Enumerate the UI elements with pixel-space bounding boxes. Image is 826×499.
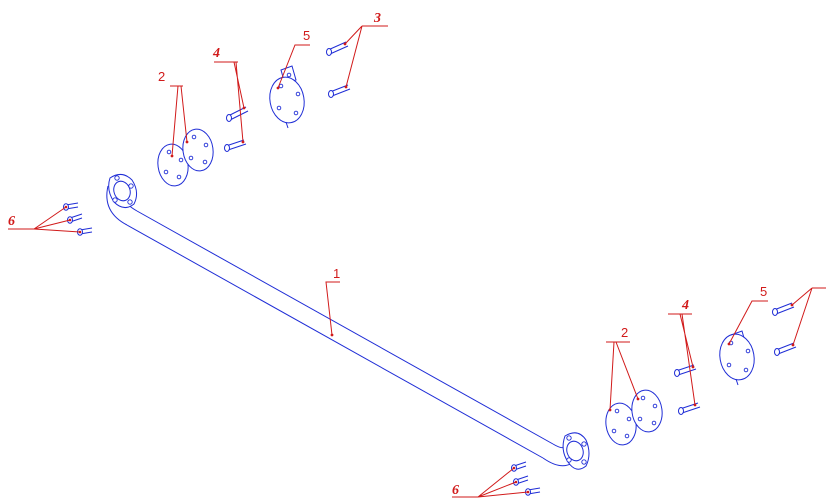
tube-part-1: 1 — [106, 174, 590, 470]
pins-part-4-top: 4 — [212, 46, 249, 152]
screws-part-6-left: 6 — [8, 202, 93, 236]
plates-part-2-bottom: 2 — [605, 325, 663, 446]
callout-3-top-label: 3 — [373, 11, 381, 26]
callout-6-left-label: 6 — [8, 214, 15, 229]
left-flange — [108, 174, 138, 208]
bolts-part-3-top: 3 — [326, 11, 388, 98]
callout-5-top-label: 5 — [303, 28, 310, 43]
callout-5-bottom-label: 5 — [760, 284, 767, 299]
bracket-part-5-bottom: 5 — [719, 284, 768, 386]
callout-4-top-label: 4 — [212, 46, 220, 61]
plates-part-2-top: 2 — [157, 69, 214, 187]
bracket-part-5-top: 5 — [269, 28, 310, 129]
screws-part-6-bottom: 6 — [452, 461, 541, 498]
callout-1: 1 — [325, 266, 340, 337]
callout-6-bottom-label: 6 — [452, 483, 459, 498]
right-flange — [562, 432, 590, 470]
callout-2-top-label: 2 — [158, 69, 165, 84]
bolts-part-3-bottom — [772, 287, 826, 356]
callout-4-bottom-label: 4 — [681, 298, 689, 313]
pins-part-4-bottom: 4 — [668, 298, 701, 415]
callout-1-label: 1 — [333, 266, 340, 281]
callout-2-bottom-label: 2 — [621, 325, 628, 340]
